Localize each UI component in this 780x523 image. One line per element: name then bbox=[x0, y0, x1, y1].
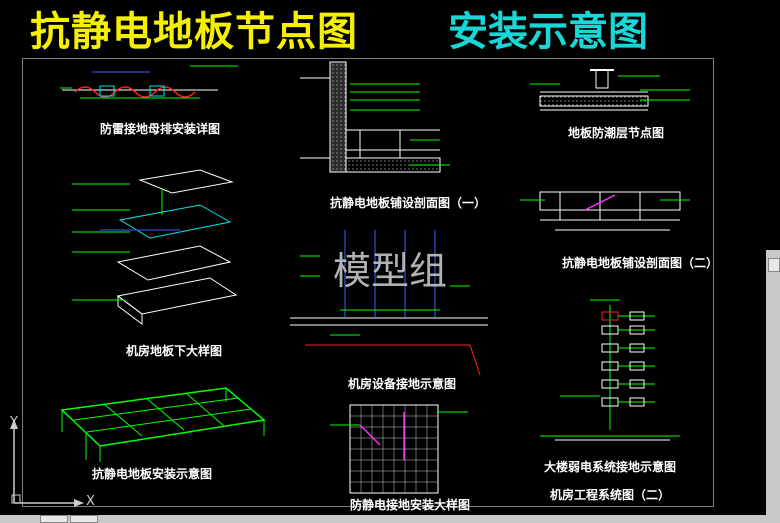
horizontal-scrollbar[interactable] bbox=[0, 515, 780, 523]
caption-moisture-layer: 地板防潮层节点图 bbox=[568, 126, 665, 140]
caption-engineering-system: 机房工程系统图（二） bbox=[550, 488, 671, 502]
caption-weak-current-grounding: 大楼弱电系统接地示意图 bbox=[544, 460, 677, 474]
layout-tab-1[interactable] bbox=[70, 515, 98, 523]
layout-tab-model[interactable] bbox=[40, 515, 68, 523]
detail-installation-grid bbox=[60, 387, 266, 462]
title-main: 抗静电地板节点图 bbox=[30, 8, 358, 55]
detail-weak-current-system bbox=[540, 299, 680, 441]
detail-section-2 bbox=[520, 191, 690, 231]
detail-antistatic-grounding bbox=[330, 404, 468, 494]
caption-section-1: 抗静电地板铺设剖面图（一） bbox=[330, 196, 487, 210]
vertical-scrollbar[interactable] bbox=[766, 250, 780, 515]
ucs-y-label: Y bbox=[10, 415, 18, 430]
caption-install-schematic: 抗静电地板安装示意图 bbox=[92, 467, 213, 481]
detail-floor-layers bbox=[72, 169, 238, 325]
title-accent: 安装示意图 bbox=[448, 8, 648, 55]
detail-grounding-busbar bbox=[60, 65, 238, 99]
caption-section-2: 抗静电地板铺设剖面图（二） bbox=[562, 256, 719, 270]
caption-antistatic-grounding-detail: 防静电接地安装大样图 bbox=[350, 498, 471, 512]
ucs-x-label: X bbox=[86, 494, 95, 509]
watermark: 模型组 bbox=[333, 249, 448, 293]
caption-floor-detail: 机房地板下大样图 bbox=[126, 344, 223, 358]
vertical-scrollbar-thumb[interactable] bbox=[768, 258, 780, 272]
caption-grounding-busbar: 防雷接地母排安装详图 bbox=[100, 122, 221, 136]
ucs-axis-icon bbox=[10, 419, 84, 507]
detail-equipment-grounding bbox=[290, 230, 488, 376]
detail-moisture-layer bbox=[530, 69, 690, 111]
drawing-border bbox=[22, 58, 714, 507]
detail-section-1 bbox=[300, 61, 450, 173]
caption-equipment-grounding: 机房设备接地示意图 bbox=[348, 377, 457, 391]
